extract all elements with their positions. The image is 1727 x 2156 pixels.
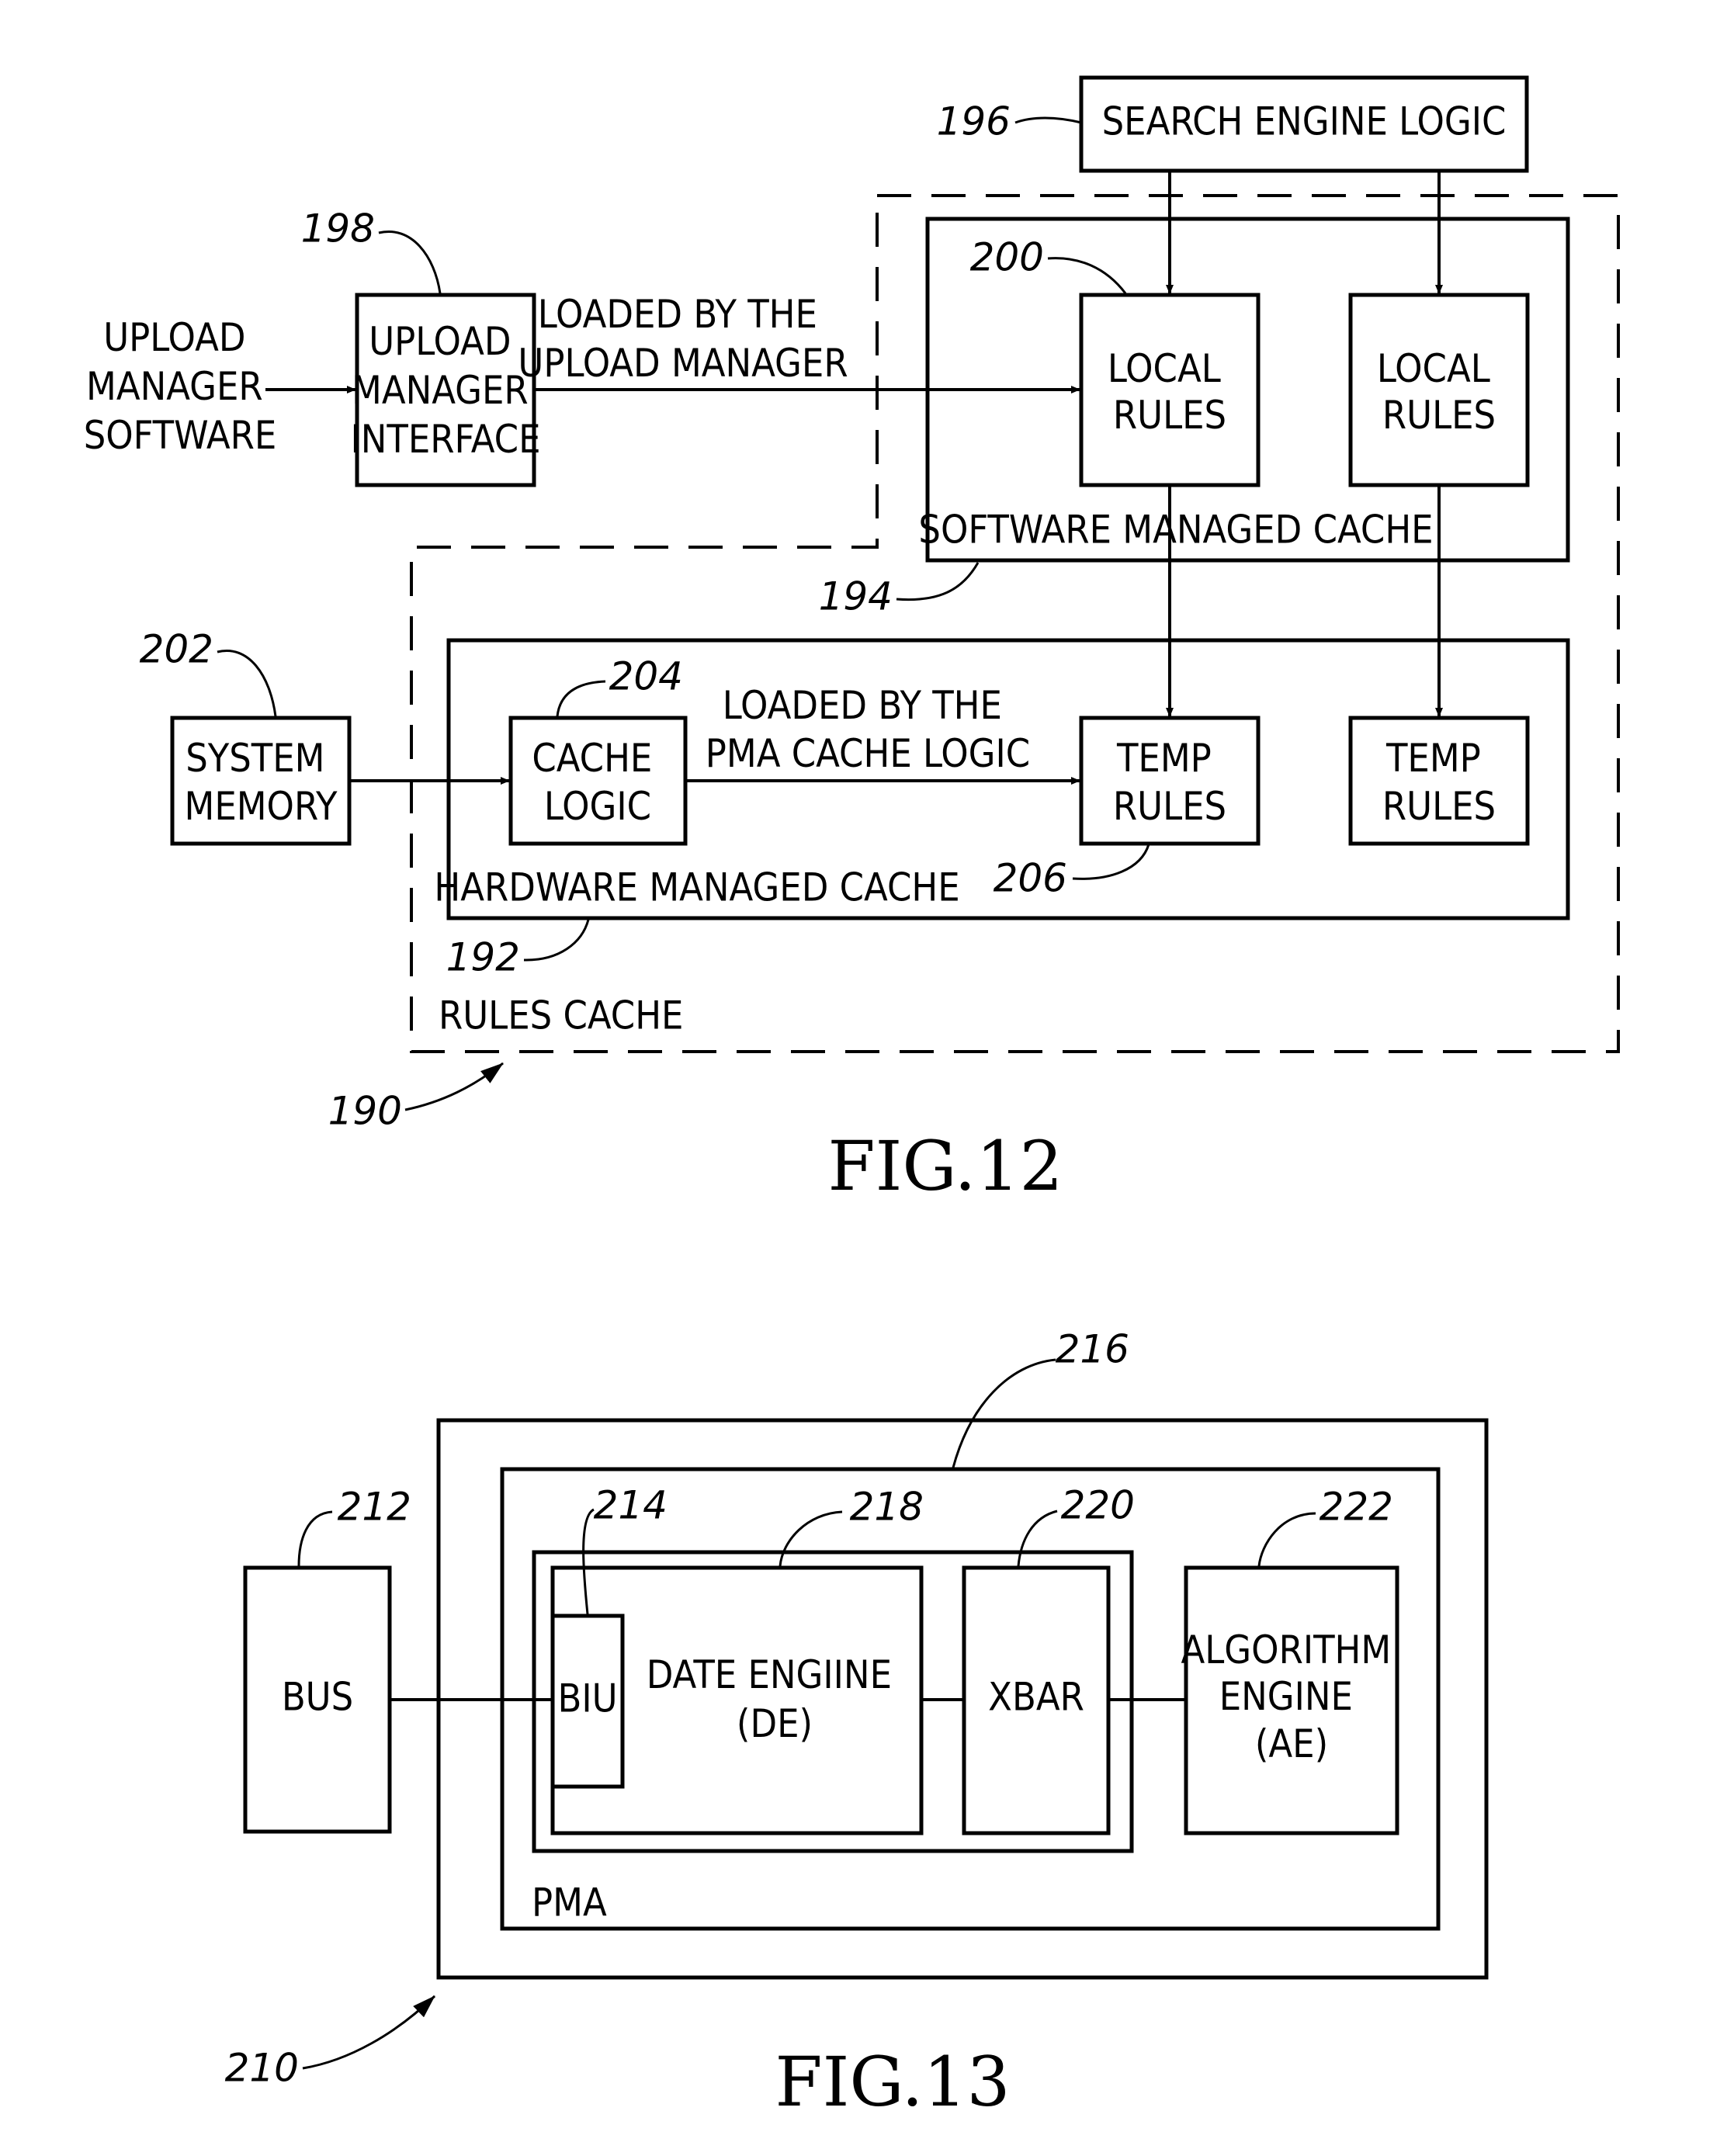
local-rules-1-label: LOCAL RULES [1108, 346, 1232, 438]
software-managed-cache-label: SOFTWARE MANAGED CACHE [918, 508, 1433, 553]
search-engine-logic-label: SEARCH ENGINE LOGIC [1102, 99, 1507, 144]
ref-200: 200 [970, 235, 1044, 280]
system-memory-label: SYSTEM MEMORY [185, 736, 338, 829]
temp-rules-2-label: TEMP RULES [1382, 736, 1496, 829]
leader-190 [404, 1062, 504, 1111]
ref-210: 210 [225, 2046, 299, 2091]
local-rules-2-label: LOCAL RULES [1377, 346, 1501, 438]
ref-194: 194 [819, 574, 893, 619]
temp-rules-box-2 [1348, 716, 1530, 846]
leader-206 [1072, 844, 1150, 880]
pma-label: PMA [532, 1880, 607, 1925]
leader-204 [556, 680, 606, 717]
ref-192: 192 [446, 935, 520, 980]
hardware-managed-cache-label: HARDWARE MANAGED CACHE [434, 865, 959, 910]
ref-220: 220 [1061, 1483, 1135, 1528]
fig13: PMA 216 BUS 212 DATE ENGIINE (DE) 218 BI… [225, 1327, 1489, 2122]
temp-rules-1-label: TEMP RULES [1113, 736, 1226, 829]
de-xbar-group-box [532, 1550, 1134, 1853]
rules-cache-label: RULES CACHE [439, 993, 683, 1038]
ref-212: 212 [338, 1485, 411, 1530]
search-engine-logic-box [1079, 75, 1529, 173]
bus-label: BUS [282, 1675, 353, 1720]
rules-cache-outline [410, 194, 1620, 1053]
leader-212 [297, 1510, 333, 1567]
leader-198 [378, 231, 442, 294]
algorithm-engine-box [1184, 1565, 1399, 1835]
data-engine-label: DATE ENGIINE (DE) [647, 1652, 903, 1746]
ref-222: 222 [1320, 1485, 1393, 1530]
leader-216 [952, 1358, 1056, 1468]
leader-196 [1014, 116, 1082, 124]
loaded-by-pma-label: LOADED BY THE PMA CACHE LOGIC [706, 683, 1030, 776]
ref-198: 198 [301, 206, 375, 251]
ref-206: 206 [994, 856, 1067, 901]
fig13-caption: FIG.13 [775, 2042, 1011, 2122]
algorithm-engine-label: ALGORITHM ENGINE (AE) [1181, 1627, 1403, 1766]
ref-216: 216 [1056, 1327, 1129, 1372]
ref-204: 204 [609, 654, 683, 699]
leader-218 [779, 1510, 843, 1567]
upload-manager-interface-label: UPLOAD MANAGER INTERFACE [350, 319, 540, 462]
fig12-caption: FIG.12 [828, 1126, 1063, 1206]
upload-manager-software-label: UPLOAD MANAGER SOFTWARE [84, 315, 277, 458]
ref-190: 190 [328, 1089, 402, 1134]
biu-label: BIU [557, 1676, 617, 1721]
fig12: SEARCH ENGINE LOGIC 196 SOFTWARE MANAGED… [84, 75, 1620, 1206]
leader-192 [523, 919, 590, 962]
ref-218: 218 [850, 1485, 924, 1530]
ref-202: 202 [140, 627, 213, 672]
leader-200 [1047, 257, 1127, 294]
biu-box [550, 1614, 625, 1789]
cache-logic-label: CACHE LOGIC [532, 736, 663, 829]
leader-222 [1257, 1512, 1316, 1567]
xbar-label: XBAR [988, 1675, 1084, 1720]
ref-214: 214 [594, 1483, 668, 1528]
leader-220 [1017, 1510, 1058, 1567]
leader-210 [302, 1995, 436, 2070]
leader-214 [582, 1508, 595, 1615]
leader-194 [896, 562, 980, 601]
loaded-by-upload-label: LOADED BY THE UPLOAD MANAGER [518, 292, 848, 386]
ref-196: 196 [937, 99, 1011, 144]
temp-rules-box-1 [1079, 716, 1261, 846]
leader-202 [217, 650, 277, 717]
